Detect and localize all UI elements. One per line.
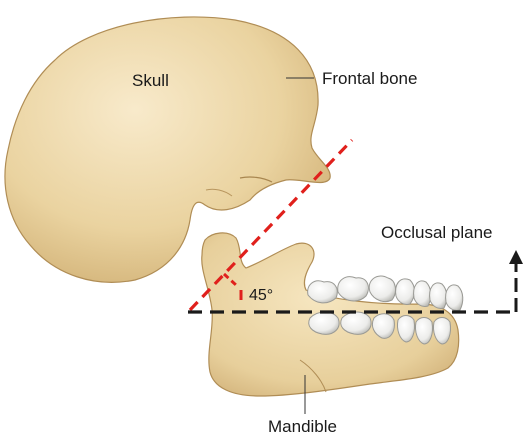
upper-tooth bbox=[369, 276, 395, 302]
lower-tooth bbox=[341, 312, 371, 334]
frontal-bone-label: Frontal bone bbox=[322, 69, 417, 88]
upper-tooth bbox=[430, 283, 447, 309]
upper-tooth bbox=[396, 279, 415, 305]
occlusal-plane-label: Occlusal plane bbox=[381, 223, 493, 242]
skull-shape bbox=[5, 17, 330, 282]
upper-tooth bbox=[308, 281, 338, 303]
mandible-label: Mandible bbox=[268, 417, 337, 436]
lower-tooth bbox=[309, 312, 339, 334]
skull-label: Skull bbox=[132, 71, 169, 90]
upper-tooth bbox=[446, 285, 463, 311]
angle-label: 45° bbox=[249, 287, 273, 304]
upper-tooth bbox=[338, 277, 369, 301]
occlusal-arrow-head bbox=[509, 250, 523, 264]
upper-tooth bbox=[414, 281, 431, 307]
